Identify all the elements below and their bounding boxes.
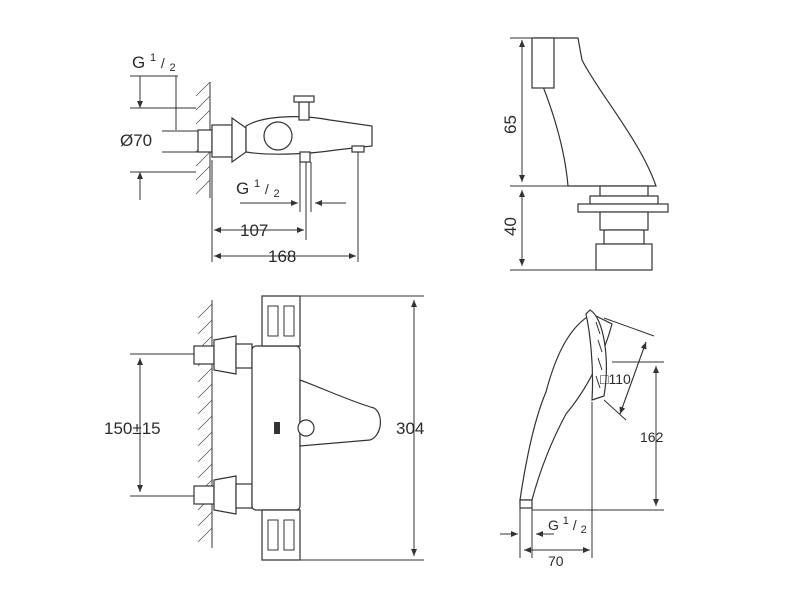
thread-top-label: G 1 / 2 — [132, 46, 176, 74]
temperature-handle — [261, 295, 301, 347]
side-view: G 1 / 2 Ø70 G 1 / 2 107 — [120, 46, 373, 266]
front-wall-hatch — [197, 300, 213, 548]
dimension-304: 304 — [396, 419, 424, 438]
head-size-label: □110 — [600, 371, 631, 387]
flange-diameter-label: Ø70 — [120, 131, 152, 150]
shower-connector — [519, 499, 533, 509]
dimension-centers: 150±15 — [104, 419, 161, 438]
dimension-65: 65 — [501, 115, 520, 134]
flange — [231, 116, 247, 164]
upper-eccentric — [213, 335, 237, 375]
dimension-168: 168 — [268, 247, 296, 266]
safety-stop-icon — [274, 422, 280, 434]
handshower-view: □110 162 G 1 / 2 70 — [500, 309, 664, 569]
dimension-107: 107 — [240, 221, 268, 240]
lower-connector — [193, 485, 215, 505]
upper-nut — [235, 343, 253, 369]
lower-eccentric — [213, 475, 237, 515]
dimension-162: 162 — [640, 429, 664, 445]
shower-face — [585, 309, 607, 401]
front-view: 150±15 304 — [104, 295, 424, 561]
diverter-stem — [298, 101, 310, 121]
wall-connector — [197, 129, 213, 153]
spout-view: 65 40 — [501, 37, 669, 271]
shower-handle — [519, 313, 613, 501]
spout-knurl — [531, 37, 555, 89]
control-knob — [263, 121, 293, 151]
lower-nut — [235, 483, 253, 509]
spout-front — [299, 379, 381, 447]
diverter-front — [297, 419, 315, 437]
upper-connector — [193, 345, 215, 365]
dimension-40: 40 — [501, 217, 520, 236]
spout-outlet — [351, 145, 365, 153]
dimension-70: 70 — [548, 553, 564, 569]
spout-base — [577, 185, 669, 271]
nut — [211, 124, 233, 158]
shower-outlet — [299, 151, 311, 163]
handshower-thread-label: G 1 / 2 — [548, 511, 587, 536]
spout-body — [531, 37, 657, 187]
diverter-cap — [293, 95, 315, 103]
thread-bottom-label: G 1 / 2 — [236, 172, 280, 200]
